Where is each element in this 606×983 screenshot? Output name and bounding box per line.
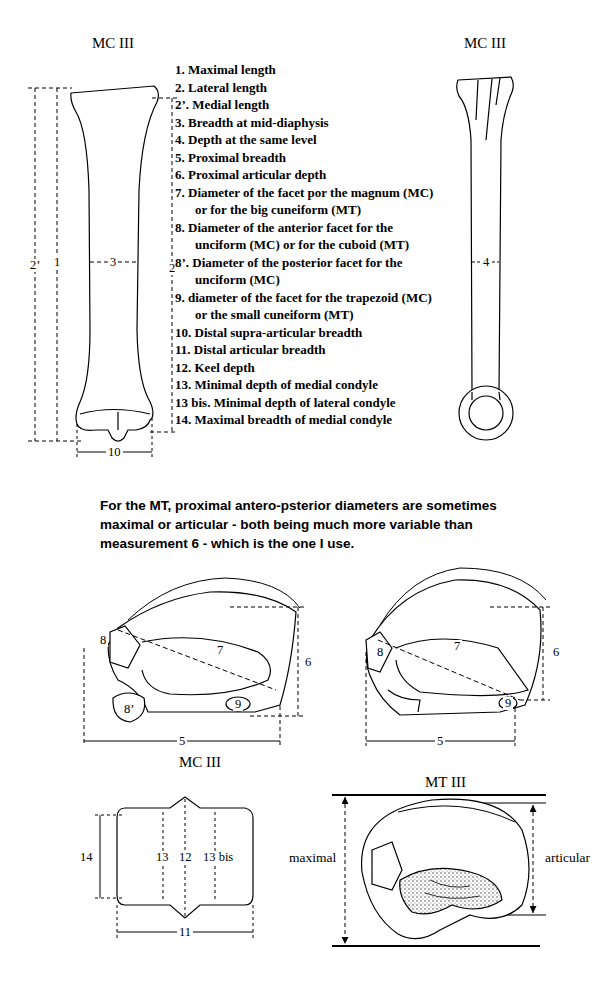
callout-number: 3 bbox=[108, 256, 118, 269]
dimension-label: articular bbox=[545, 851, 590, 865]
legend-item: 13 bis. Minimal depth of lateral condyle bbox=[175, 394, 443, 412]
stippled-surface bbox=[400, 868, 502, 913]
bone-outline bbox=[472, 392, 500, 400]
facet bbox=[372, 842, 402, 890]
note-text: For the MT, proximal antero-psterior dia… bbox=[100, 496, 546, 553]
extension-line bbox=[84, 607, 304, 746]
callout-number: 7 bbox=[452, 640, 462, 653]
metacarpal-proximal bbox=[84, 578, 304, 746]
callout-number: 9 bbox=[233, 698, 243, 711]
dimension-line bbox=[345, 797, 346, 944]
callout-number: 13 bis bbox=[201, 851, 235, 864]
callout-number: 8 bbox=[98, 634, 108, 647]
facet-line bbox=[476, 78, 500, 140]
legend-item: 10. Distal supra-articular breadth bbox=[175, 324, 443, 342]
metacarpal-distal bbox=[95, 797, 253, 938]
callout-number: 14 bbox=[78, 851, 95, 864]
facet bbox=[113, 693, 145, 722]
distal-condyle bbox=[459, 386, 513, 440]
dimension-line bbox=[378, 640, 520, 700]
callout-number: 8’ bbox=[122, 703, 136, 716]
keel-line bbox=[117, 412, 118, 430]
dimension-line bbox=[118, 630, 276, 690]
callout-number: 2’ bbox=[28, 259, 42, 272]
legend-item: 1. Maximal length bbox=[175, 61, 443, 79]
metacarpal-front bbox=[71, 86, 159, 441]
legend-item: 4. Depth at the same level bbox=[175, 131, 443, 149]
legend-item: 3. Breadth at mid-diaphysis bbox=[175, 114, 443, 132]
legend-item: 2. Lateral length bbox=[175, 79, 443, 97]
extension-line bbox=[95, 815, 122, 898]
callout-number: 11 bbox=[177, 926, 193, 939]
figure-title: MC III bbox=[464, 36, 506, 51]
figure-title: MC III bbox=[179, 755, 221, 770]
metatarsal-figure bbox=[332, 795, 546, 946]
facet-line bbox=[425, 880, 480, 898]
reference-line bbox=[332, 795, 546, 946]
legend-item: 13. Minimal depth of medial condyle bbox=[175, 376, 443, 394]
extension-line bbox=[77, 418, 152, 458]
legend-item: 2’. Medial length bbox=[175, 96, 443, 114]
callout-number: 1 bbox=[52, 256, 62, 269]
callout-number: 5 bbox=[435, 735, 445, 748]
metacarpal-side bbox=[457, 77, 514, 440]
facet bbox=[499, 697, 517, 709]
facet bbox=[142, 638, 270, 695]
bone-outline bbox=[457, 77, 514, 392]
dimension-lines bbox=[28, 88, 178, 458]
legend-item: 6. Proximal articular depth bbox=[175, 166, 443, 184]
callout-number: 4 bbox=[481, 256, 491, 269]
callout-number: 9 bbox=[503, 697, 513, 710]
extension-line bbox=[117, 905, 253, 938]
facet bbox=[366, 632, 392, 672]
dimension-label: maximal bbox=[289, 851, 336, 865]
dimension-line bbox=[35, 88, 172, 441]
legend-item: 8’. Diameter of the posterior facet for … bbox=[175, 254, 443, 289]
callout-number: 13 bbox=[154, 851, 171, 864]
callout-number: 8 bbox=[375, 646, 385, 659]
callout-number: 6 bbox=[551, 646, 561, 659]
legend-item: 14. Maximal breadth of medial condyle bbox=[175, 411, 443, 429]
facet-line bbox=[398, 806, 515, 822]
callout-number: 6 bbox=[303, 656, 313, 669]
legend-item: 7. Diameter of the facet por the magnum … bbox=[175, 184, 443, 219]
legend-item: 11. Distal articular breadth bbox=[175, 341, 443, 359]
figure-title: MC III bbox=[92, 36, 134, 51]
facet bbox=[388, 690, 420, 712]
metatarsal-proximal bbox=[366, 568, 550, 746]
callout-number: 5 bbox=[177, 735, 187, 748]
bone-outline bbox=[117, 797, 253, 918]
legend-item: 12. Keel depth bbox=[175, 359, 443, 377]
extension-line bbox=[366, 607, 550, 746]
callout-number: 7 bbox=[215, 644, 225, 657]
bone-outline bbox=[71, 86, 159, 441]
distal-condyle bbox=[469, 396, 503, 430]
dimension-line bbox=[533, 805, 534, 913]
dimension-line bbox=[543, 607, 544, 700]
extension-line bbox=[28, 88, 178, 441]
articular-line bbox=[80, 410, 150, 415]
callout-number: 10 bbox=[106, 446, 123, 459]
dimension-line bbox=[298, 607, 299, 716]
legend-item: 8. Diameter of the anterior facet for th… bbox=[175, 219, 443, 254]
bone-outline bbox=[362, 799, 529, 939]
facet bbox=[396, 639, 528, 696]
facet bbox=[226, 697, 250, 711]
legend-item: 5. Proximal breadth bbox=[175, 149, 443, 167]
figure-title: MT III bbox=[425, 775, 466, 790]
callout-number: 12 bbox=[177, 851, 194, 864]
bone-outline bbox=[366, 580, 541, 715]
dimension-line bbox=[100, 815, 101, 898]
facet bbox=[110, 626, 140, 668]
legend-item: 9. diameter of the facet for the trapezo… bbox=[175, 289, 443, 324]
